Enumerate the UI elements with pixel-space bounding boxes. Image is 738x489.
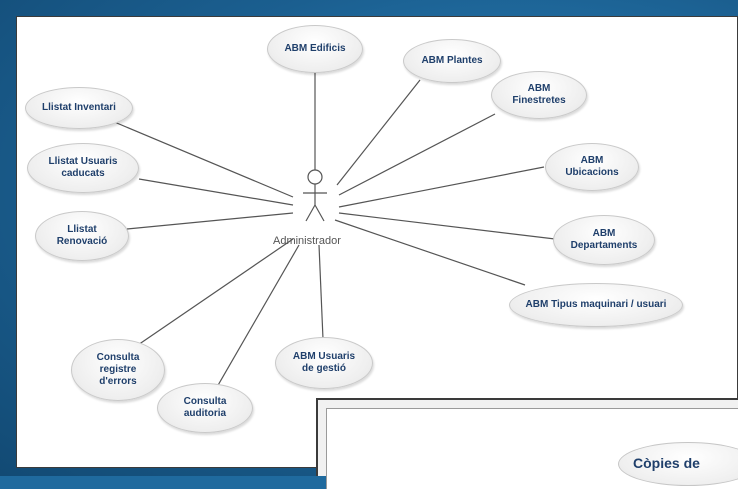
- use-case-label: d'errors: [99, 376, 137, 387]
- use-case-llistat-inventari[interactable]: Llistat Inventari: [25, 87, 133, 129]
- connections: [111, 73, 556, 388]
- use-case-label: Còpies de: [633, 455, 700, 471]
- use-case-label: Ubicacions: [565, 167, 619, 178]
- actor-head: [307, 169, 323, 185]
- use-case-label: ABM Edificis: [284, 43, 346, 54]
- assoc-abm-departaments: [338, 212, 556, 240]
- assoc-abm-tipus: [334, 219, 526, 286]
- use-case-label: ABM Tipus maquinari / usuari: [525, 299, 667, 310]
- use-case-label: ABM: [580, 155, 604, 166]
- use-case-label: Consulta: [183, 396, 227, 407]
- use-case-llistat-renovacio[interactable]: Llistat Renovació: [35, 211, 129, 261]
- use-case-abm-tipus-maquinari[interactable]: ABM Tipus maquinari / usuari: [509, 283, 683, 327]
- assoc-consulta-auditoria: [216, 244, 300, 388]
- use-case-label: ABM: [527, 83, 551, 94]
- use-case-label: Consulta: [96, 352, 140, 363]
- assoc-abm-plantes: [336, 79, 421, 186]
- use-case-label: Llistat: [67, 224, 97, 235]
- actor-leg-right: [314, 204, 325, 222]
- use-case-label: ABM: [592, 228, 616, 239]
- use-case-label: Llistat Inventari: [42, 102, 116, 113]
- use-case-label: caducats: [61, 168, 105, 179]
- use-case-consulta-registre-errors[interactable]: Consulta registre d'errors: [71, 339, 165, 401]
- use-case-label: auditoria: [183, 408, 227, 419]
- assoc-consulta-registre: [134, 238, 294, 348]
- use-case-label: ABM Usuaris: [292, 351, 356, 362]
- use-case-label: Departaments: [570, 240, 638, 251]
- actor-label: Administrador: [273, 235, 341, 247]
- use-case-consulta-auditoria[interactable]: Consulta auditoria: [157, 383, 253, 433]
- actor-leg-left: [305, 204, 316, 222]
- use-case-label: Llistat Usuaris: [48, 156, 118, 167]
- use-case-label: Finestretes: [512, 95, 566, 106]
- use-case-label: de gestió: [302, 363, 346, 374]
- use-case-llistat-usuaris-caducats[interactable]: Llistat Usuaris caducats: [27, 143, 139, 193]
- diagram-panel: Administrador ABM Edificis ABM Plantes A…: [16, 16, 738, 468]
- use-case-abm-departaments[interactable]: ABM Departaments: [553, 215, 655, 265]
- use-case-label: Renovació: [56, 236, 108, 247]
- use-case-abm-finestretes[interactable]: ABM Finestretes: [491, 71, 587, 119]
- use-case-abm-usuaris-gestio[interactable]: ABM Usuaris de gestió: [275, 337, 373, 389]
- assoc-llistat-usuaris: [138, 178, 294, 206]
- use-case-label: registre: [99, 364, 137, 375]
- assoc-abm-ubicacions: [338, 166, 545, 208]
- assoc-llistat-renovacio: [126, 212, 294, 230]
- use-case-abm-ubicacions[interactable]: ABM Ubicacions: [545, 143, 639, 191]
- assoc-llistat-inventari: [111, 120, 294, 198]
- use-case-abm-edificis[interactable]: ABM Edificis: [267, 25, 363, 73]
- use-case-abm-plantes[interactable]: ABM Plantes: [403, 39, 501, 83]
- use-case-label: ABM Plantes: [421, 55, 483, 66]
- assoc-abm-finestretes: [338, 113, 496, 196]
- assoc-abm-usuaris: [318, 244, 324, 340]
